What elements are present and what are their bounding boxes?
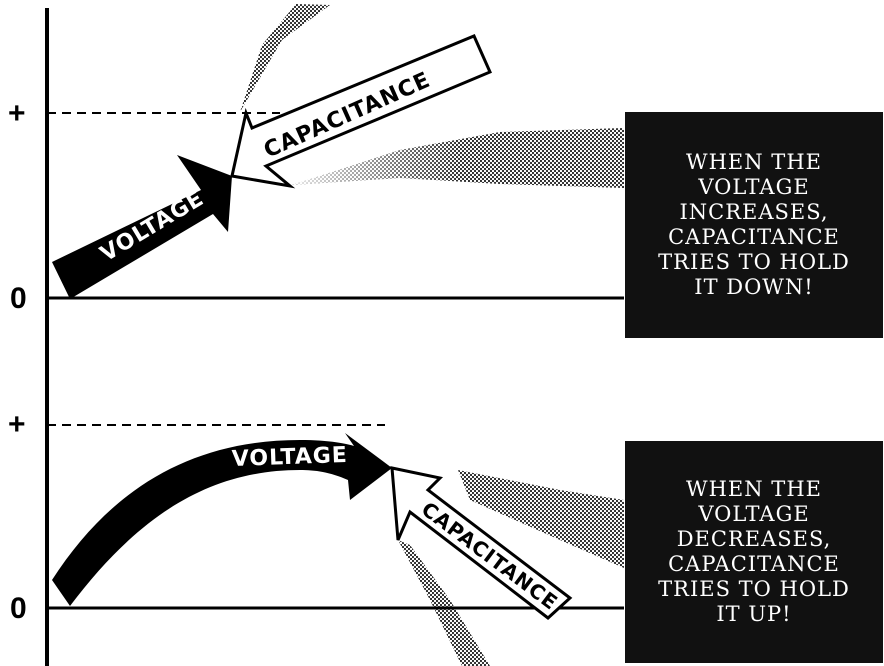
note-line: WHEN THE (686, 477, 822, 501)
note-line: IT UP! (716, 602, 792, 626)
shade-ray (458, 470, 624, 568)
note-line: VOLTAGE (698, 175, 810, 199)
bottom-plus-label: + (8, 408, 26, 441)
top-plus-label: + (8, 97, 26, 130)
capacitance-arrow (390, 466, 573, 620)
top-panel: VOLTAGE CAPACITANCE (47, 4, 624, 300)
note-line: VOLTAGE (698, 502, 810, 526)
bottom-panel: VOLTAGE CAPACITANCE (47, 424, 624, 666)
bottom-explanation-box: WHEN THE VOLTAGE DECREASES, CAPACITANCE … (625, 441, 883, 663)
note-line: WHEN THE (686, 150, 822, 174)
note-line: IT DOWN! (694, 275, 814, 299)
note-line: DECREASES, (676, 527, 832, 551)
shade-fade (292, 140, 460, 185)
voltage-arrow (52, 155, 232, 299)
note-line: TRIES TO HOLD (658, 577, 850, 601)
note-line: CAPACITANCE (668, 552, 840, 576)
bottom-zero-label: 0 (10, 592, 27, 625)
note-line: TRIES TO HOLD (658, 250, 850, 274)
top-explanation-box: WHEN THE VOLTAGE INCREASES, CAPACITANCE … (625, 112, 883, 338)
voltage-arrow-label: VOLTAGE (231, 443, 348, 472)
shade-ray (398, 540, 490, 666)
note-line: INCREASES, (679, 200, 829, 224)
note-line: CAPACITANCE (668, 225, 840, 249)
voltage-arrow (52, 433, 392, 606)
top-zero-label: 0 (10, 282, 27, 315)
capacitance-arrow (230, 34, 492, 189)
shade-ray (240, 4, 330, 112)
